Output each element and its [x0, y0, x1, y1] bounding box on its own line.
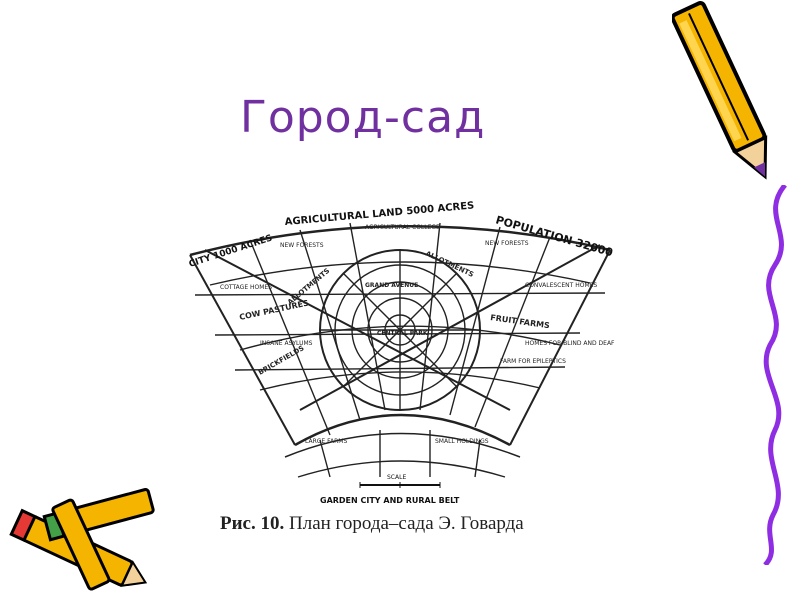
zone-label: INSANE ASYLUMS [260, 340, 313, 347]
zone-label: FARM FOR EPILEPTICS [500, 358, 566, 365]
zone-label: CONVALESCENT HOMES [525, 282, 597, 289]
zone-label: FRUIT FARMS [490, 313, 551, 330]
pencil-icon [672, 1, 768, 180]
zone-label: NEW FORESTS [485, 240, 529, 247]
pencils-icon [9, 488, 155, 591]
zone-label: GRAND AVENUE [365, 282, 418, 289]
caption-label: Рис. 10. [220, 513, 285, 534]
scale-label: SCALE [387, 474, 406, 481]
scale-bar: SCALE [359, 474, 441, 488]
plan-bottom-label: GARDEN CITY AND RURAL BELT [320, 496, 460, 505]
zone-label: COTTAGE HOMES [220, 284, 272, 291]
figure-caption: Рис. 10. План города–сада Э. Говарда [220, 513, 524, 535]
plan-label-population: POPULATION 32000 [494, 213, 615, 259]
zone-label: AGRICULTURAL COLLEGE [365, 224, 440, 231]
zone-label: NEW FORESTS [280, 242, 324, 249]
zone-label: SMALL HOLDINGS [435, 438, 489, 445]
zone-label: BRICKFIELDS [257, 344, 305, 377]
zone-label: LARGE FARMS [305, 438, 347, 445]
garden-city-plan: CITY 1000 ACRES AGRICULTURAL LAND 5000 A… [188, 200, 615, 505]
zone-label: CENTRAL PARK [377, 330, 428, 337]
zone-label: COW PASTURES [239, 298, 310, 322]
squiggle-line [763, 185, 787, 565]
zone-label: HOMES FOR BLIND AND DEAF [525, 340, 615, 347]
slide-title: Город-сад [240, 92, 486, 143]
caption-text: План города–сада Э. Говарда [289, 513, 524, 534]
